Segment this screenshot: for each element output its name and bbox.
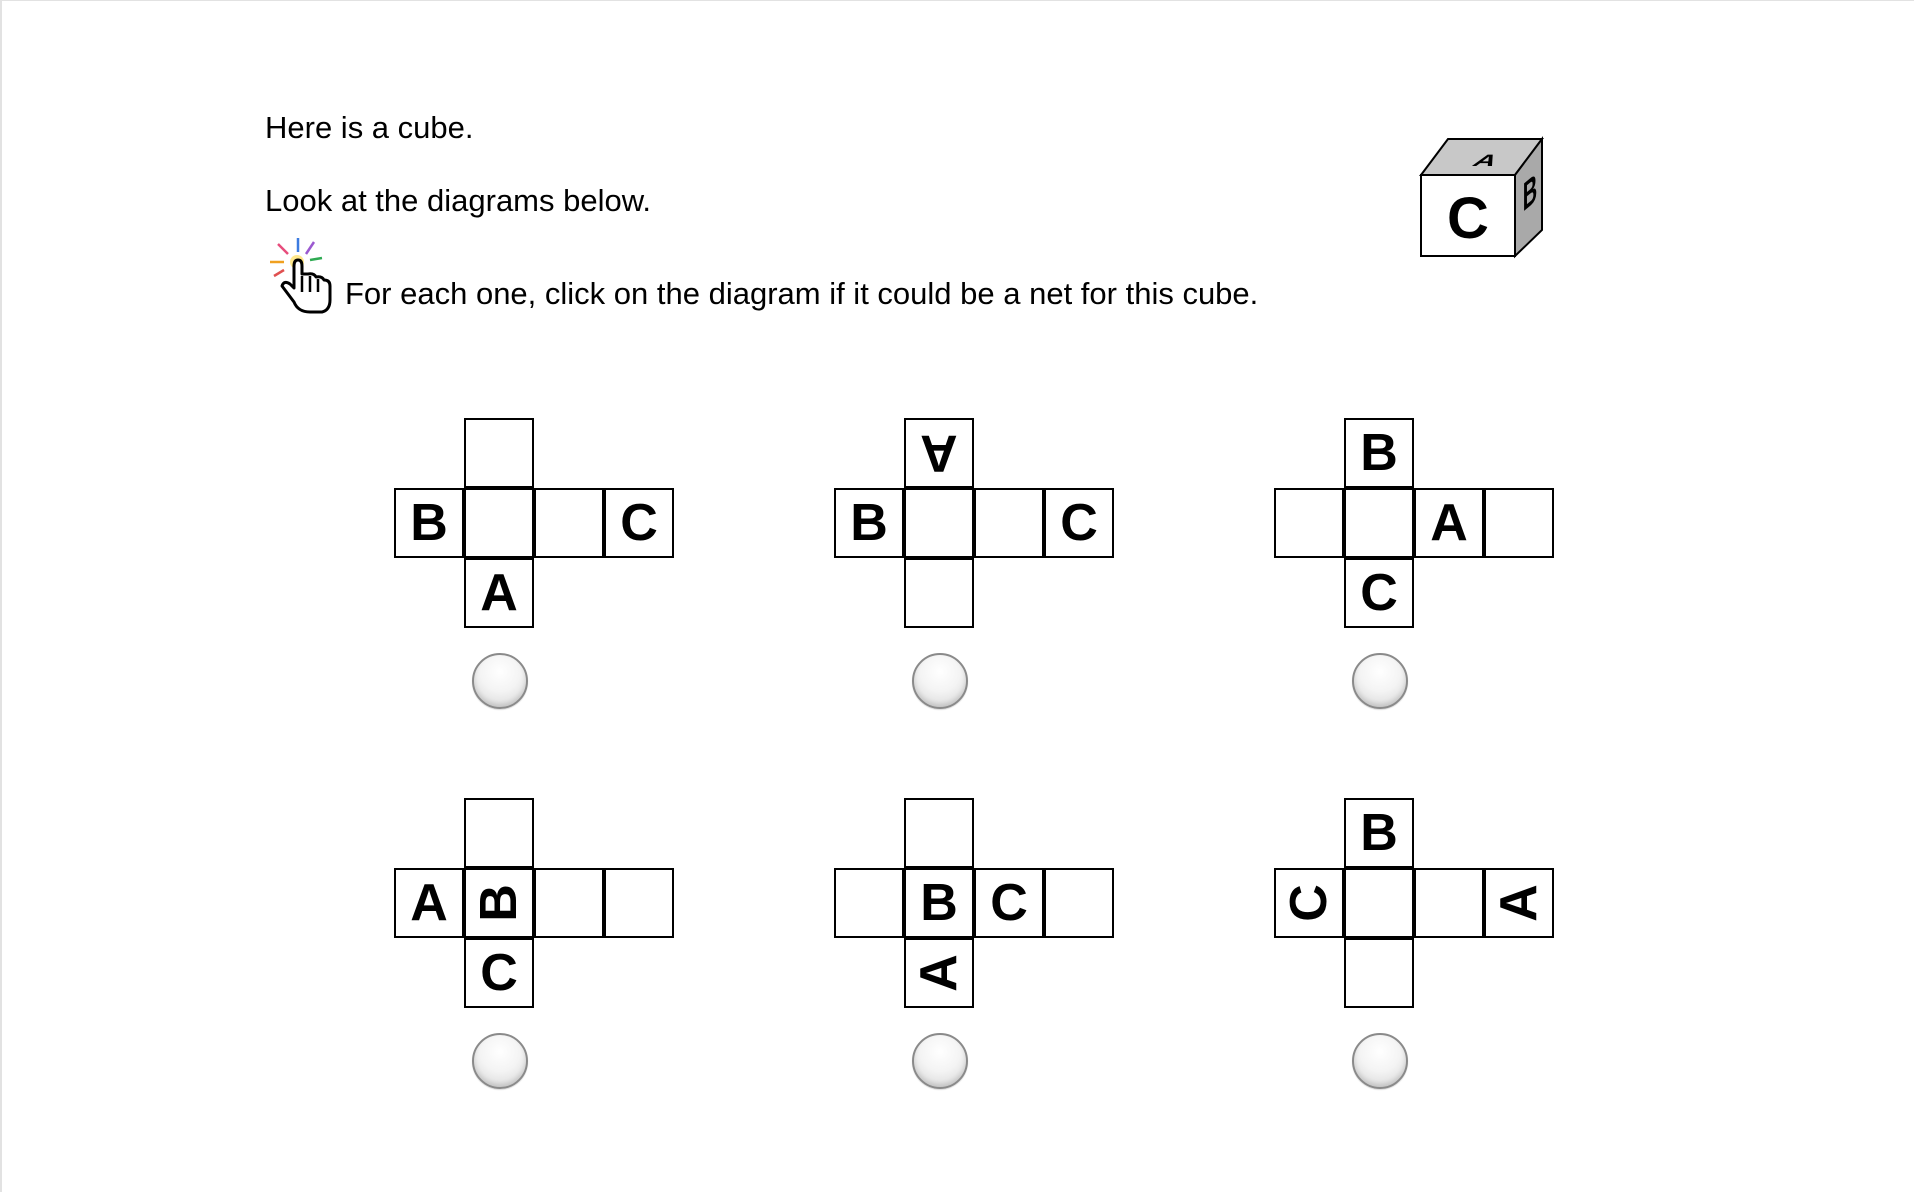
- net-5-radio[interactable]: [912, 1033, 968, 1089]
- question-look-text: Look at the diagrams below.: [265, 183, 652, 218]
- net-option-6[interactable]: B C A: [1274, 798, 1557, 1011]
- net-option-3[interactable]: B A C: [1274, 418, 1557, 631]
- net-cell: [904, 558, 974, 628]
- cube-front-label: C: [1447, 186, 1489, 251]
- net-6-radio[interactable]: [1352, 1033, 1408, 1089]
- net-4-radio[interactable]: [472, 1033, 528, 1089]
- net-cell: [464, 798, 534, 868]
- net-cell: [464, 488, 534, 558]
- cube-right-label: B: [1523, 164, 1537, 221]
- net-option-5[interactable]: B C A: [834, 798, 1117, 1011]
- net-cell: [1484, 488, 1554, 558]
- net-option-4[interactable]: A B C: [394, 798, 677, 1011]
- cube-illustration: C A B: [1418, 134, 1544, 260]
- net-cell: [534, 868, 604, 938]
- net-cell: [834, 868, 904, 938]
- question-intro: Here is a cube.: [265, 110, 474, 145]
- net-cell: [1044, 868, 1114, 938]
- net-cell: B: [464, 868, 534, 938]
- net-cell: [604, 868, 674, 938]
- net-cell: B: [1344, 798, 1414, 868]
- net-cell: A: [1414, 488, 1484, 558]
- net-cell: C: [1274, 868, 1344, 938]
- net-cell: B: [834, 488, 904, 558]
- net-cell: C: [464, 938, 534, 1008]
- instruction-text: For each one, click on the diagram if it…: [345, 276, 1259, 311]
- net-cell: [904, 488, 974, 558]
- net-cell: [1274, 488, 1344, 558]
- net-cell: [534, 488, 604, 558]
- net-cell: [1344, 488, 1414, 558]
- net-cell: [904, 798, 974, 868]
- net-cell: [974, 488, 1044, 558]
- net-option-2[interactable]: A B C: [834, 418, 1117, 631]
- net-2-radio[interactable]: [912, 653, 968, 709]
- net-cell: A: [394, 868, 464, 938]
- net-cell: C: [974, 868, 1044, 938]
- net-3-radio[interactable]: [1352, 653, 1408, 709]
- net-cell: [1414, 868, 1484, 938]
- pointing-hand-icon: [266, 230, 336, 320]
- net-cell: B: [1344, 418, 1414, 488]
- net-cell: A: [904, 938, 974, 1008]
- net-cell: [464, 418, 534, 488]
- net-cell: A: [464, 558, 534, 628]
- net-option-1[interactable]: B C A: [394, 418, 677, 631]
- net-1-radio[interactable]: [472, 653, 528, 709]
- net-cell: [1344, 938, 1414, 1008]
- net-cell: A: [904, 418, 974, 488]
- net-cell: B: [394, 488, 464, 558]
- net-cell: C: [1044, 488, 1114, 558]
- net-cell: A: [1484, 868, 1554, 938]
- net-cell: B: [904, 868, 974, 938]
- net-cell: C: [604, 488, 674, 558]
- net-cell: C: [1344, 558, 1414, 628]
- net-cell: [1344, 868, 1414, 938]
